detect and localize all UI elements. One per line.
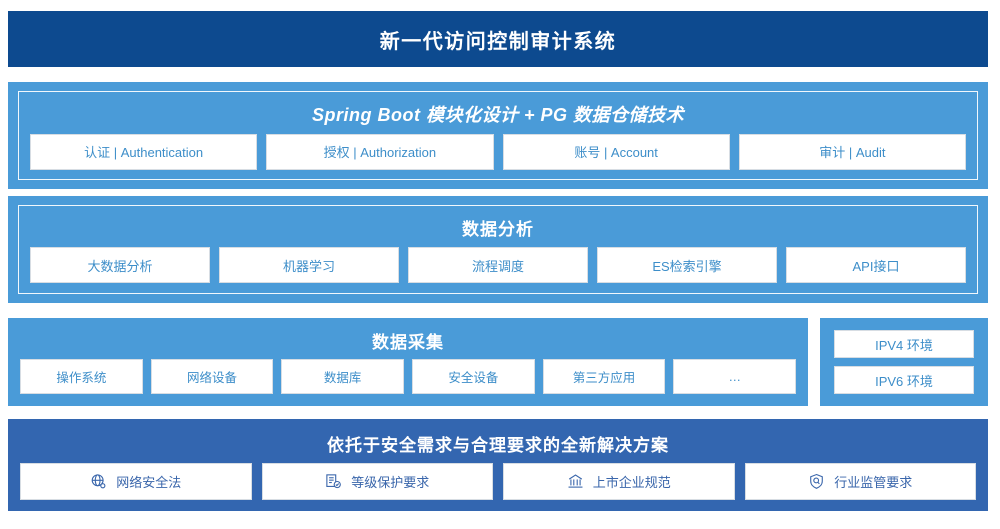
- chip-network-device[interactable]: 网络设备: [150, 359, 274, 394]
- section-data-collection: 数据采集 操作系统 网络设备 数据库 安全设备 第三方应用 …: [8, 318, 808, 406]
- chip-audit[interactable]: 审计 | Audit: [738, 133, 966, 170]
- chip-authentication[interactable]: 认证 | Authentication: [30, 133, 258, 170]
- solution-chip-row: 网络安全法 等级保护要求: [8, 463, 988, 512]
- analysis-inner-frame: 数据分析 大数据分析 机器学习 流程调度 ES检索引擎 API接口: [18, 205, 978, 294]
- chip-listed-company-standards[interactable]: 上市企业规范: [503, 463, 735, 500]
- chip-security-device[interactable]: 安全设备: [412, 359, 535, 394]
- chip-operating-system[interactable]: 操作系统: [20, 359, 143, 394]
- architecture-chip-row: 认证 | Authentication 授权 | Authorization 账…: [19, 133, 977, 179]
- page-title: 新一代访问控制审计系统: [379, 30, 617, 53]
- solution-title: 依托于安全需求与合理要求的全新解决方案: [327, 436, 669, 455]
- architecture-title: Spring Boot 模块化设计 + PG 数据仓储技术: [311, 105, 684, 125]
- document-check-icon: [325, 473, 342, 490]
- analysis-chip-row: 大数据分析 机器学习 流程调度 ES检索引擎 API接口: [19, 246, 977, 293]
- header-banner: 新一代访问控制审计系统: [8, 11, 988, 67]
- chip-industry-regulation[interactable]: 行业监管要求: [744, 463, 976, 500]
- collection-title: 数据采集: [372, 333, 444, 352]
- section-ip-environment: IPV4 环境 IPV6 环境: [820, 318, 988, 406]
- chip-machine-learning[interactable]: 机器学习: [219, 247, 399, 283]
- chip-label: 等级保护要求: [351, 475, 430, 490]
- section-data-analysis: 数据分析 大数据分析 机器学习 流程调度 ES检索引擎 API接口: [8, 196, 988, 303]
- section-solution: 依托于安全需求与合理要求的全新解决方案 网络安全法: [8, 419, 988, 511]
- architecture-inner-frame: Spring Boot 模块化设计 + PG 数据仓储技术 认证 | Authe…: [18, 91, 978, 180]
- section-architecture: Spring Boot 模块化设计 + PG 数据仓储技术 认证 | Authe…: [8, 82, 988, 189]
- chip-api-interface[interactable]: API接口: [786, 247, 966, 283]
- chip-grade-protection[interactable]: 等级保护要求: [261, 463, 493, 500]
- collection-inner-frame: 数据采集 操作系统 网络设备 数据库 安全设备 第三方应用 …: [8, 318, 808, 406]
- chip-process-scheduling[interactable]: 流程调度: [408, 247, 588, 283]
- collection-chip-row: 操作系统 网络设备 数据库 安全设备 第三方应用 …: [8, 358, 808, 406]
- chip-account[interactable]: 账号 | Account: [502, 133, 730, 170]
- chip-label: 网络安全法: [116, 475, 182, 490]
- ipv-chip-stack: IPV4 环境 IPV6 环境: [820, 318, 988, 406]
- chip-database[interactable]: 数据库: [281, 359, 405, 394]
- shield-search-icon: [808, 473, 825, 490]
- bank-icon: [567, 473, 584, 490]
- chip-label: 行业监管要求: [834, 475, 913, 490]
- chip-authorization[interactable]: 授权 | Authorization: [266, 133, 494, 170]
- chip-third-party-app[interactable]: 第三方应用: [542, 359, 666, 394]
- chip-more-ellipsis[interactable]: …: [673, 359, 797, 394]
- chip-big-data-analysis[interactable]: 大数据分析: [30, 247, 210, 283]
- analysis-title: 数据分析: [462, 220, 534, 239]
- chip-label: 上市企业规范: [592, 475, 671, 490]
- chip-ipv4-environment[interactable]: IPV4 环境: [834, 330, 974, 358]
- globe-icon: [90, 473, 107, 490]
- chip-es-search-engine[interactable]: ES检索引擎: [597, 247, 777, 283]
- chip-cybersecurity-law[interactable]: 网络安全法: [20, 463, 252, 500]
- chip-ipv6-environment[interactable]: IPV6 环境: [834, 366, 974, 394]
